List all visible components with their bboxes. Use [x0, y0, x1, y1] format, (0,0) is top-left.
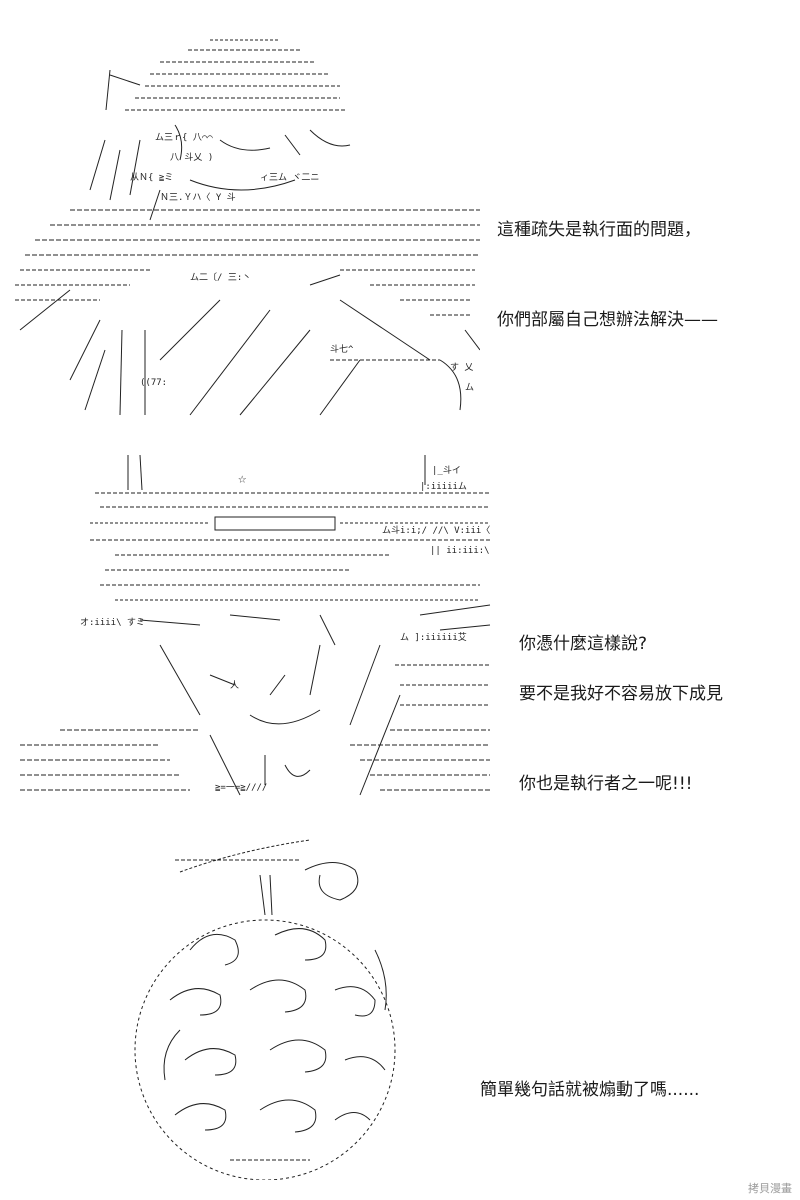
dialogue-line: 你憑什麼這樣說? [519, 634, 648, 654]
hat-figure-ascii-art: ム三ｒ{ 八⌒⌒ 八 斗乂 ) 从Ｎ{ ≧ミ ィ三ム ヾ二ニ Ｎ三.Ｙハ〈 Y … [10, 30, 480, 420]
fruit-body [134, 919, 396, 1180]
glyph-texture: ム三ｒ{ 八⌒⌒ 八 斗乂 ) 从Ｎ{ ≧ミ ィ三ム ヾ二ニ Ｎ三.Ｙハ〈 Y … [130, 132, 474, 393]
dialogue-line: 要不是我好不容易放下成見 [519, 684, 723, 704]
hat-crown-strokes [105, 39, 345, 111]
dialogue-line: 簡單幾句話就被煽動了嗎...... [480, 1080, 700, 1100]
svg-text:八 斗乂 ): 八 斗乂 ) [170, 152, 213, 163]
dialogue-text: 你憑什麼這樣說? [519, 569, 647, 719]
svg-text:|_斗イ: |_斗イ [432, 465, 461, 476]
cape-strokes [19, 274, 480, 416]
svg-text:ム斗i:i;/ //\ V:iii〈: ム斗i:i;/ //\ V:iii〈 [382, 525, 490, 536]
svg-text:ム二〔/ 三:丶: ム二〔/ 三:丶 [190, 272, 251, 283]
svg-text:ム三ｒ{ 八⌒⌒: ム三ｒ{ 八⌒⌒ [155, 132, 213, 143]
dialogue-text: 這種疏失是執行面的問題， 你們部屬自己想辦法解決—— [497, 155, 718, 395]
dialogue-text: 要不是我好不容易放下成見 你也是執行者之一呢!!! [519, 619, 723, 859]
collar-strokes [15, 209, 480, 316]
glyph-texture: |_斗イ |:iiiiiム ム斗i:i;/ //\ V:iii〈 || ii:i… [80, 465, 490, 793]
face-strokes [90, 539, 490, 785]
svg-text:|:iiiiiム: |:iiiiiム [420, 481, 467, 492]
hair-and-face-strokes [89, 124, 351, 221]
panel-swirl-fruit: 簡單幾句話就被煽動了嗎...... [0, 820, 800, 1200]
svg-text:オ:iiii\ すミ: オ:iiii\ すミ [80, 617, 145, 628]
star-icon: ☆ [238, 471, 247, 487]
fruit-swirls [163, 928, 387, 1161]
dialogue-line: 你們部屬自己想辦法解決—— [497, 310, 718, 330]
svg-text:((77:: ((77: [140, 378, 167, 388]
body-strokes [20, 604, 491, 796]
shadowed-figure-ascii-art: ☆ [20, 445, 495, 805]
hat-strokes [90, 454, 490, 531]
svg-text:す 乂: す 乂 [450, 362, 473, 373]
svg-text:ィ三ム ヾ二ニ: ィ三ム ヾ二ニ [260, 172, 319, 183]
swirl-fruit-ascii-art [100, 830, 420, 1180]
svg-text:Ｎ三.Ｙハ〈 Y 斗: Ｎ三.Ｙハ〈 Y 斗 [160, 192, 236, 203]
dialogue-line: 這種疏失是執行面的問題， [497, 220, 701, 240]
svg-text:≧=一=≧////: ≧=一=≧//// [215, 783, 267, 793]
dialogue-line: 你也是執行者之一呢!!! [519, 774, 693, 794]
svg-text:ム: ム [465, 382, 474, 393]
svg-text:人: 人 [230, 680, 239, 691]
watermark: 拷貝漫畫 [748, 1182, 792, 1195]
svg-text:|| ii:iii:\: || ii:iii:\ [430, 546, 490, 556]
dialogue-text: 簡單幾句話就被煽動了嗎...... [480, 1015, 699, 1165]
svg-text:从Ｎ{ ≧ミ: 从Ｎ{ ≧ミ [130, 172, 173, 183]
svg-text:斗七^: 斗七^ [330, 344, 354, 355]
panel-hat-figure: ム三ｒ{ 八⌒⌒ 八 斗乂 ) 从Ｎ{ ≧ミ ィ三ム ヾ二ニ Ｎ三.Ｙハ〈 Y … [0, 0, 800, 430]
svg-text:ム ]:iiiiii艾: ム ]:iiiiii艾 [400, 632, 467, 643]
fruit-stem [175, 839, 359, 916]
panel-shadowed-figure: ☆ [0, 430, 800, 820]
